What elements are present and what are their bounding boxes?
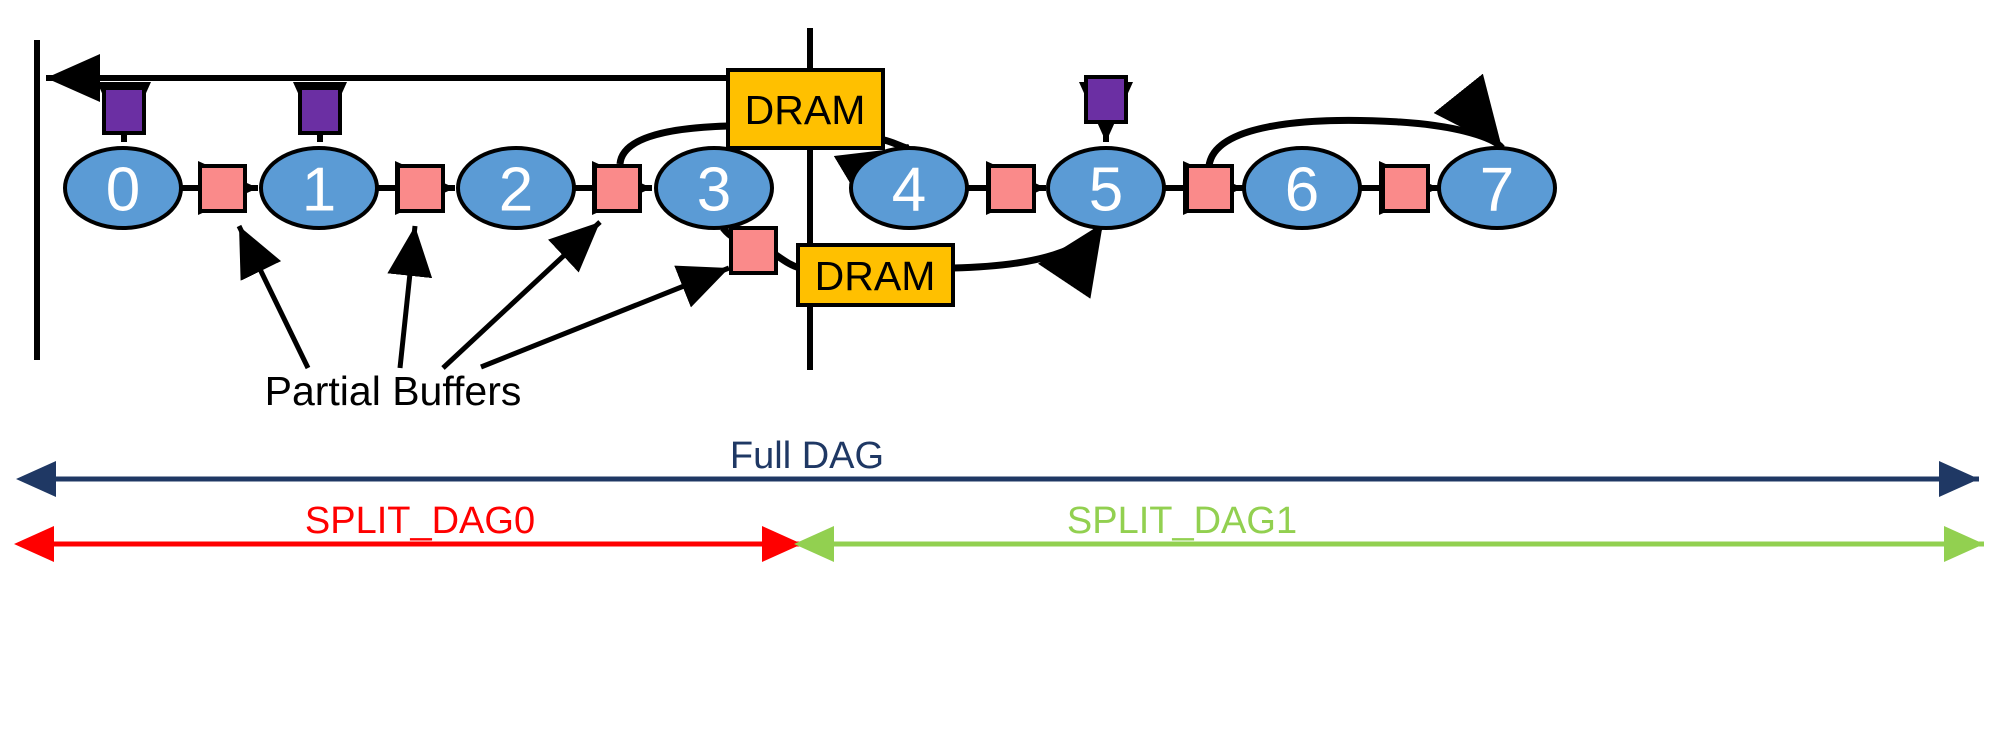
dram-top[interactable]: DRAM <box>726 68 885 150</box>
leader-to-buffer-0-1 <box>236 224 311 370</box>
input-block-0 <box>102 86 146 135</box>
edge-buffer2-to-dram-top <box>616 122 729 165</box>
dag-node-5[interactable]: 5 <box>1046 146 1166 230</box>
input-block-5 <box>1084 75 1128 124</box>
node-2-shape[interactable] <box>456 146 576 230</box>
input-node-1 <box>293 82 347 142</box>
span-arrows: Full DAG SPLIT_DAG0 SPLIT_DAG1 <box>14 435 1984 563</box>
dram-top-label: DRAM <box>745 87 866 133</box>
dag-node-4[interactable]: 4 <box>849 146 969 230</box>
input-node-5 <box>1079 75 1133 142</box>
span-split-dag1: SPLIT_DAG1 <box>794 500 1984 563</box>
dag-node-6[interactable]: 6 <box>1242 146 1362 230</box>
partial-buffers-annotation: Partial Buffers <box>236 220 730 414</box>
dag-nodes: 0 1 2 3 4 5 6 <box>63 146 1557 230</box>
partial-buffers <box>198 164 1430 275</box>
dram-blocks: DRAM DRAM <box>726 68 955 307</box>
node-4-shape[interactable] <box>849 146 969 230</box>
node-0-label: 0 <box>106 156 140 225</box>
dram-bottom-label: DRAM <box>815 253 936 299</box>
partial-buffer-3-dram[interactable] <box>729 226 778 275</box>
dag-node-1[interactable]: 1 <box>259 146 379 230</box>
partial-buffer-4-5[interactable] <box>987 164 1036 213</box>
partial-buffer-6-7[interactable] <box>1381 164 1430 213</box>
leader-to-buffer-2-3 <box>441 220 602 370</box>
input-block-1 <box>298 86 342 135</box>
node-5-label: 5 <box>1089 156 1123 225</box>
node-5-shape[interactable] <box>1046 146 1166 230</box>
node-3-shape[interactable] <box>654 146 774 230</box>
dag-node-0[interactable]: 0 <box>63 146 183 230</box>
span-split-dag0: SPLIT_DAG0 <box>14 500 802 563</box>
dag-node-7[interactable]: 7 <box>1437 146 1557 230</box>
dag-node-3[interactable]: 3 <box>654 146 774 230</box>
partial-buffer-1-2[interactable] <box>396 164 445 213</box>
node-7-label: 7 <box>1480 156 1514 225</box>
node-6-shape[interactable] <box>1242 146 1362 230</box>
node-6-label: 6 <box>1285 156 1319 225</box>
edge-dram-bottom-to-node5 <box>952 220 1106 299</box>
span-split-dag1-label: SPLIT_DAG1 <box>1067 500 1297 542</box>
node-7-shape[interactable] <box>1437 146 1557 230</box>
node-0-shape[interactable] <box>63 146 183 230</box>
node-3-label: 3 <box>697 156 731 225</box>
leader-to-buffer-3-dram <box>480 265 730 370</box>
node-2-label: 2 <box>499 156 533 225</box>
node-1-shape[interactable] <box>259 146 379 230</box>
partial-buffers-label: Partial Buffers <box>265 368 522 414</box>
span-full-dag-label: Full DAG <box>730 435 884 477</box>
partial-buffer-2-3[interactable] <box>593 164 642 213</box>
node-1-label: 1 <box>302 156 336 225</box>
partial-buffer-0-1[interactable] <box>198 164 247 213</box>
edge-buffer5-to-node7 <box>1205 73 1505 167</box>
dram-bottom[interactable]: DRAM <box>796 243 955 307</box>
dag-node-2[interactable]: 2 <box>456 146 576 230</box>
leader-to-buffer-1-2 <box>387 225 433 369</box>
dram-bottom-box[interactable] <box>796 243 955 307</box>
input-blocks <box>97 75 1133 142</box>
dram-top-box[interactable] <box>726 68 885 150</box>
node-4-label: 4 <box>892 156 926 225</box>
partial-buffer-5-6[interactable] <box>1185 164 1234 213</box>
input-node-0 <box>97 82 151 142</box>
span-split-dag0-label: SPLIT_DAG0 <box>305 500 535 542</box>
span-full-dag: Full DAG <box>16 435 1979 498</box>
